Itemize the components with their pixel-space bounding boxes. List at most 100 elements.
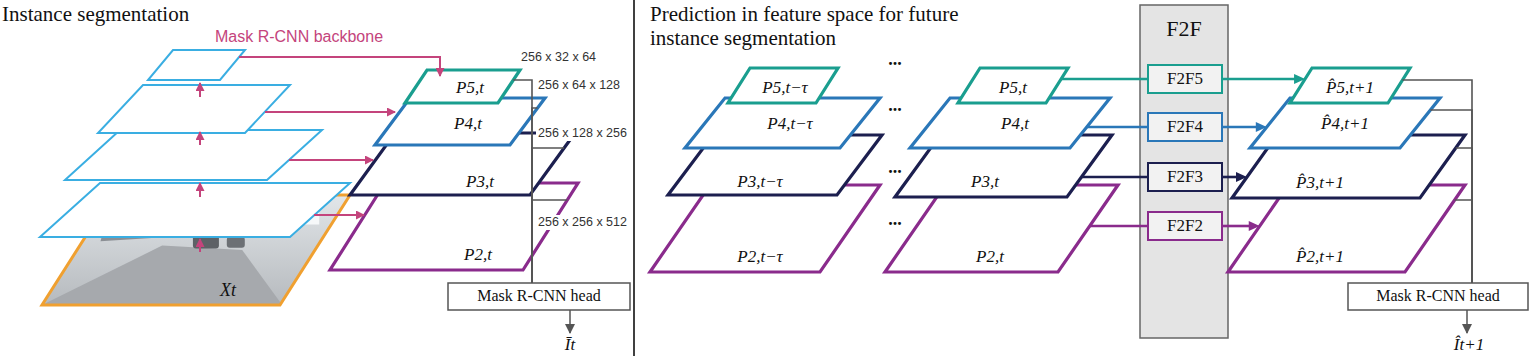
feature-map-shape [910,98,1110,148]
feature-map-shape [958,68,1068,103]
lateral-arrow [314,214,364,216]
image-border [42,195,350,305]
feature-map-shape [728,68,838,103]
connector-line [1456,148,1472,283]
backbone-arrow [199,83,201,97]
feature-map-shape [650,185,880,272]
feature-map: P4,t [375,98,545,145]
module-panel-shape [1140,5,1228,338]
node-label: P̂2,t+1 [1296,247,1344,267]
lateral-arrow [289,159,373,161]
dimension-label: 256 x 128 x 256 [536,126,629,141]
feature-map-shape [685,98,880,148]
feature-map-outline [1228,185,1465,272]
f2f-block-shape [1148,113,1222,141]
connector-line [1090,225,1148,228]
node-label: P3,t [971,172,999,192]
scene-car [227,237,245,248]
f2f-block: F2F4 [1148,113,1222,141]
input-image-outline [42,195,350,305]
connector [1402,80,1472,283]
panel-divider [633,0,635,356]
feature-map-shape [885,185,1118,272]
feature-map: P3,t−τ [668,135,882,195]
connector [1222,172,1247,182]
feature-map-shape [375,98,545,145]
backbone-layer [148,50,245,80]
scene-building [101,195,184,241]
connector [1082,177,1148,178]
connector-line [1222,176,1238,179]
connector [513,80,532,283]
feature-map-shape [1228,185,1465,272]
feature-map: P4,t [910,98,1110,148]
ellipsis: ... [888,157,902,179]
node-label: P3,t−τ [737,172,782,192]
connector-line [1222,78,1296,81]
f2f-block: F2F5 [1148,65,1222,93]
arrow-head [1294,74,1305,84]
diagram-title: Instance segmentation [2,2,189,27]
feature-map: P4,t−τ [685,98,880,148]
scene-light [258,197,320,225]
node-label: P̂3,t+1 [1296,173,1344,193]
feature-map-outline [1232,135,1465,198]
backbone-layer [98,85,290,133]
feature-map-shape [1250,98,1440,148]
connector [1087,127,1148,128]
lateral-arrow [265,111,395,113]
connector [1455,200,1472,283]
feature-map: P3,t [895,135,1112,197]
feature-map: P2,t−τ [650,185,880,272]
node-label: P2,t [464,245,492,265]
head-box: Mask R-CNN head [1348,283,1528,310]
connector [532,200,567,283]
feature-map: P5,t−τ [728,68,838,103]
node-label: P̂4,t+1 [1321,114,1369,134]
arrow-head [1256,122,1267,132]
f2f-block-shape [1148,163,1222,191]
connector-line [1430,110,1472,283]
arrow-head [1249,221,1260,231]
feature-map-outline [350,133,575,195]
f2f-block-shape [1148,212,1222,240]
backbone-arrow [199,132,201,145]
node-label: Mask R-CNN head [1376,287,1500,305]
arrow-head [1236,172,1247,182]
connector-line [1087,126,1148,129]
head-box-shape [448,283,630,310]
scene-sky [42,195,350,305]
node-label: Mask R-CNN head [477,287,601,305]
feature-map-shape [895,135,1112,197]
ellipsis: ... [888,209,902,231]
backbone-layer [40,183,350,237]
ellipsis: ... [888,95,902,117]
f2f-block: F2F2 [1148,212,1222,240]
feature-map-shape [668,135,882,195]
ellipsis: ... [888,49,902,71]
node-label: F2F5 [1167,69,1203,89]
connector-line [513,80,532,283]
connector [1430,110,1472,283]
connector-line [1222,225,1251,228]
f2f-block-shape [1148,65,1222,93]
node-label: P̂5,t+1 [1326,78,1374,98]
node-label: P5,t−τ [762,78,807,98]
street-scene [42,195,350,305]
output-arrow [569,310,571,333]
dimension-label: 256 x 32 x 64 [519,50,598,65]
connector-line [1455,200,1472,283]
connector [1222,122,1267,132]
feature-map: P̂5,t+1 [1290,68,1410,103]
output-arrow [1466,310,1468,333]
feature-map: P̂2,t+1 [1228,185,1465,272]
component-label: Mask R-CNN backbone [215,27,383,46]
node-label: P2,t−τ [737,247,782,267]
node-label: P2,t [976,247,1004,267]
node-label: P5,t [999,78,1027,98]
node-label: F2F4 [1167,117,1203,137]
connector-line [532,200,567,283]
feature-map: P2,t [885,185,1118,272]
node-label: P4,t [454,114,482,134]
